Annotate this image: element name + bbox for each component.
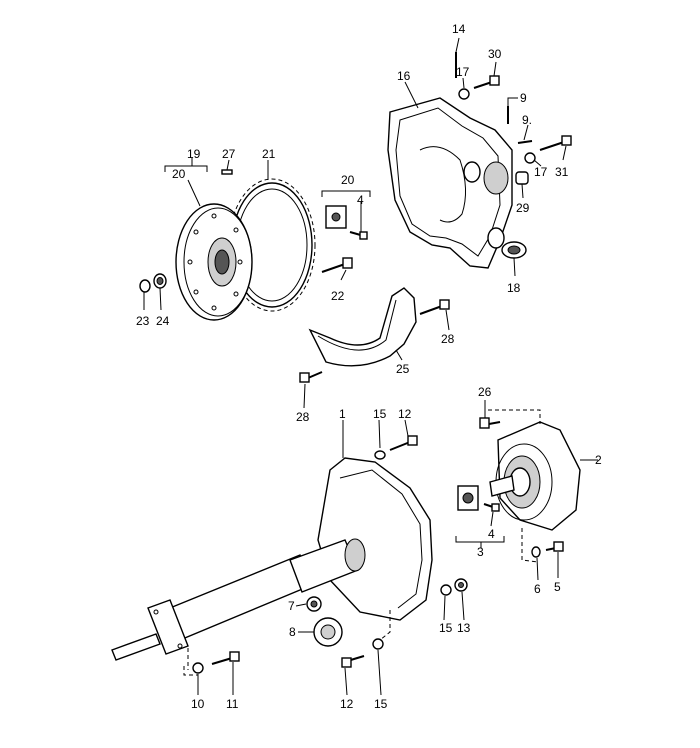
label-29: 29 — [516, 201, 530, 215]
clamp-3 — [457, 485, 479, 511]
label-22: 22 — [331, 289, 345, 303]
flywheel-disc — [175, 203, 253, 321]
washer-23 — [139, 279, 151, 293]
callout-labels: 19 20 27 21 20 4 22 23 24 14 30 17 16 9 … — [136, 22, 602, 711]
drive-shaft — [111, 633, 161, 661]
bolt-31 — [539, 135, 572, 151]
washer-17-right — [524, 152, 536, 164]
label-9-dot: 9. — [522, 113, 532, 127]
label-20-left: 20 — [172, 167, 186, 181]
washer-10 — [192, 662, 204, 674]
label-31: 31 — [555, 165, 569, 179]
label-19: 19 — [187, 147, 201, 161]
washer-6 — [531, 546, 541, 558]
bell-housing — [387, 97, 513, 269]
cover-plate — [308, 287, 417, 367]
bracket-20 — [325, 205, 368, 240]
bell-housing-group — [387, 37, 572, 277]
nut-13 — [454, 578, 468, 592]
label-20-right: 20 — [341, 173, 355, 187]
bolt-30 — [473, 75, 500, 89]
tube-flange — [147, 599, 189, 655]
label-11: 11 — [226, 697, 239, 711]
mount-8 — [313, 617, 343, 647]
seal-18 — [501, 241, 527, 259]
bolt-28-top — [419, 299, 450, 315]
bolt-5 — [545, 541, 564, 552]
label-4-bottom: 4 — [488, 527, 495, 541]
label-15-top: 15 — [373, 407, 387, 421]
label-16: 16 — [397, 69, 411, 83]
sleeve-29 — [515, 171, 529, 185]
screw-9 — [517, 140, 533, 144]
label-18: 18 — [507, 281, 521, 295]
bolt-4-clamp — [483, 503, 500, 512]
label-26: 26 — [478, 385, 492, 399]
label-12-bottom: 12 — [340, 697, 354, 711]
washer-15-top — [374, 450, 386, 460]
washer-15-right — [440, 584, 452, 596]
washer-15-bottom — [372, 638, 384, 650]
label-4-top: 4 — [357, 193, 364, 207]
label-7: 7 — [288, 599, 295, 613]
bolt-12-top — [389, 435, 418, 451]
label-24: 24 — [156, 314, 170, 328]
label-6: 6 — [534, 582, 541, 596]
bolt-11 — [211, 651, 240, 665]
label-14: 14 — [452, 22, 466, 36]
label-5: 5 — [554, 580, 561, 594]
nut-7 — [306, 596, 322, 612]
bolt-26 — [479, 417, 501, 429]
label-28-right: 28 — [441, 332, 455, 346]
transaxle-bell — [317, 457, 433, 621]
label-15-right: 15 — [439, 621, 453, 635]
label-23: 23 — [136, 314, 150, 328]
label-27: 27 — [222, 147, 236, 161]
label-2: 2 — [595, 453, 602, 467]
label-21: 21 — [262, 147, 276, 161]
flywheel-group — [139, 158, 371, 321]
label-17-top: 17 — [456, 65, 470, 79]
dowel-pin — [221, 169, 233, 175]
torque-tube-group — [111, 419, 468, 696]
bolt-12-bottom — [341, 655, 365, 668]
label-8: 8 — [289, 625, 296, 639]
label-9: 9 — [520, 91, 527, 105]
label-13: 13 — [457, 621, 471, 635]
label-3: 3 — [477, 545, 484, 559]
label-12-top: 12 — [398, 407, 412, 421]
bolt-28-bottom — [299, 371, 323, 383]
label-28-left: 28 — [296, 410, 310, 424]
label-17-right: 17 — [534, 165, 548, 179]
ring-gear — [228, 178, 316, 312]
cover-2-group — [455, 400, 598, 581]
label-25: 25 — [396, 362, 410, 376]
bolt-22 — [321, 257, 353, 273]
cover-plate-group — [299, 287, 450, 409]
label-10: 10 — [191, 697, 205, 711]
label-1: 1 — [339, 407, 346, 421]
washer-17-top — [458, 88, 470, 100]
label-30: 30 — [488, 47, 502, 61]
bearing-24 — [153, 273, 167, 289]
label-15-bottom: 15 — [374, 697, 388, 711]
output-hub — [489, 475, 515, 497]
